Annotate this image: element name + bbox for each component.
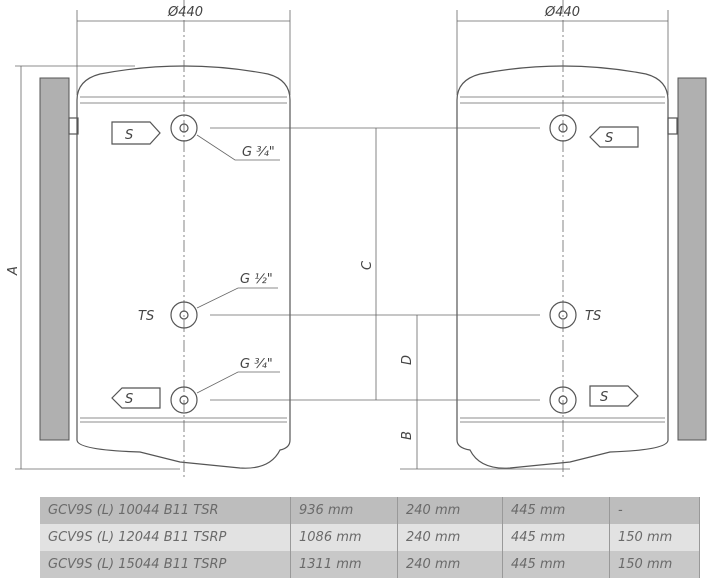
dim-b-cell: 240 mm xyxy=(397,497,503,524)
table-row: GCV9S (L) 15044 B11 TSRP 1311 mm 240 mm … xyxy=(40,551,700,578)
model-cell: GCV9S (L) 12044 B11 TSRP xyxy=(40,524,291,551)
wall-left xyxy=(39,77,70,441)
dim-d-label: D xyxy=(400,355,415,365)
dim-a-label: A xyxy=(6,266,21,276)
port-s-label: S xyxy=(125,128,133,143)
port-ts-label: TS xyxy=(138,309,154,324)
dim-a-cell: 1086 mm xyxy=(290,524,398,551)
left-heater: S S TS G ¾" G ½" G ¾" xyxy=(39,0,291,480)
dim-b-label: B xyxy=(400,431,415,440)
thread-label: G ¾" xyxy=(242,145,275,160)
model-cell: GCV9S (L) 10044 B11 TSR xyxy=(40,497,291,524)
dimensions-table: GCV9S (L) 10044 B11 TSR 936 mm 240 mm 44… xyxy=(40,497,700,578)
port-circles xyxy=(170,114,198,414)
diameter-label: Ø440 xyxy=(544,5,580,20)
dim-c-cell: 445 mm xyxy=(502,551,610,578)
diameter-label: Ø440 xyxy=(167,5,203,20)
port-ts-label: TS xyxy=(585,309,601,324)
table-row: GCV9S (L) 12044 B11 TSRP 1086 mm 240 mm … xyxy=(40,524,700,551)
port-s-label: S xyxy=(600,390,608,405)
model-cell: GCV9S (L) 15044 B11 TSRP xyxy=(40,551,291,578)
dimensions: Ø440 Ø440 A C D B xyxy=(6,5,669,470)
dim-b-cell: 240 mm xyxy=(397,524,503,551)
dim-d-cell: 150 mm xyxy=(609,551,700,578)
dim-c-cell: 445 mm xyxy=(502,497,610,524)
dim-d-cell: - xyxy=(609,497,700,524)
dim-a-cell: 936 mm xyxy=(290,497,398,524)
right-heater: S S TS xyxy=(456,0,707,480)
port-s-label: S xyxy=(125,392,133,407)
table-row: GCV9S (L) 10044 B11 TSR 936 mm 240 mm 44… xyxy=(40,497,700,524)
dim-a-cell: 1311 mm xyxy=(290,551,398,578)
dim-c-label: C xyxy=(360,260,375,270)
port-s-label: S xyxy=(605,131,613,146)
dim-d-cell: 150 mm xyxy=(609,524,700,551)
thread-label: G ¾" xyxy=(240,357,273,372)
dim-b-cell: 240 mm xyxy=(397,551,503,578)
wall-right xyxy=(677,77,707,441)
thread-label: G ½" xyxy=(240,272,273,287)
dim-c-cell: 445 mm xyxy=(502,524,610,551)
